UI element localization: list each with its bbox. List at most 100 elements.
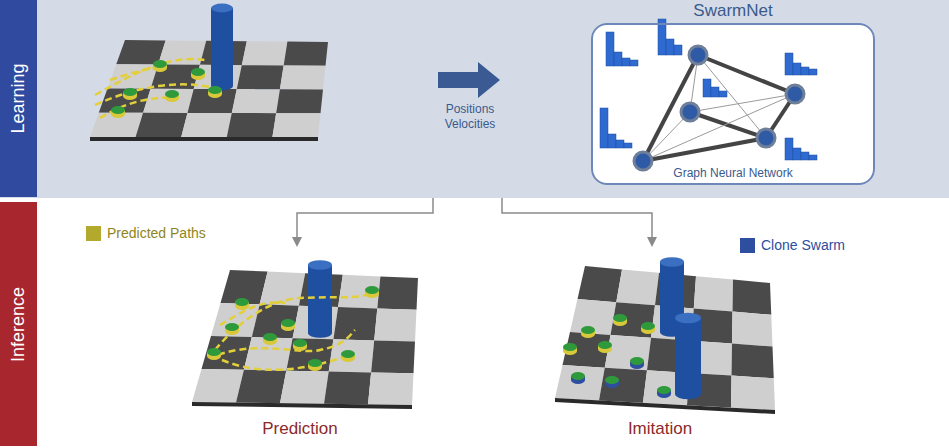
robot [293,339,307,351]
legend-item: Clone Swarm [740,237,845,253]
shape [341,350,355,358]
board-tile [286,338,333,371]
histogram-bar [614,52,622,66]
board-tile [143,89,194,113]
predicted-path [100,97,175,118]
board-edge [555,398,775,414]
predicted-path [215,292,372,350]
obstacle-cylinder [211,4,233,91]
robot [630,357,644,369]
board-tile [731,376,775,410]
board-tile [368,372,414,405]
shape [571,372,585,380]
shape [165,90,179,98]
shape [211,4,233,13]
graph-vertex [681,103,699,121]
histogram-bar [785,138,793,160]
histogram-bar [809,69,817,75]
shape [308,328,332,338]
histogram-bar [622,58,630,66]
histogram-bar [793,63,801,75]
predicted-path [222,355,350,370]
legend-item: Predicted Paths [86,225,206,241]
board-tile [733,280,772,315]
learning-strip [0,0,37,197]
board-tile [237,65,284,89]
legend-text: Predicted Paths [107,225,206,241]
robot [605,376,619,388]
band-strip: Inference [0,202,37,446]
stage-band: Learning SwarmNetGraph Neural Network [0,0,949,197]
histogram-bar [711,87,719,97]
histogram-bar [666,39,674,55]
board-tile [202,336,252,370]
board-tile [244,337,293,371]
board-tile [260,272,306,306]
histogram-bar [624,143,632,148]
board-tile [732,312,773,347]
histogram-bar [785,53,793,75]
predicted-path [220,302,285,325]
shape [308,260,332,270]
robot [208,86,222,98]
swarmnet-ground [591,23,875,185]
histogram-bar [793,148,801,160]
shape [293,339,307,347]
robot [123,88,137,100]
shape [308,359,322,367]
network-caption: Graph Neural Network [653,166,813,180]
network-box: SwarmNetGraph Neural Network [591,23,875,185]
histogram-bar [703,79,711,97]
board-tile [242,41,288,65]
obstacle-cylinder [675,313,701,399]
graph-vertex [634,152,652,170]
robot [191,68,205,80]
board-tile [616,269,659,305]
shape [281,319,295,327]
robot [281,319,295,331]
board-tile [329,339,375,372]
histogram-bar [600,108,608,148]
board-tile [377,276,418,309]
shape [563,343,577,351]
robot [657,386,671,398]
histogram-bar [801,152,809,160]
predicted-path [95,84,215,105]
board-tile [280,371,329,404]
board-tile [333,307,377,340]
board-tile [732,344,774,379]
legend-swatch [86,226,101,241]
shape [308,265,332,333]
histogram-bar [809,155,817,160]
shape [581,326,595,334]
band-strip: Learning [0,0,37,197]
shape [208,86,222,94]
board-tile [338,275,380,309]
shape [365,286,379,294]
board-tile [272,113,320,137]
graph-edge [690,112,766,138]
board-tile [284,42,328,66]
band-title: Learning [8,63,29,133]
graph-vertex [757,129,775,147]
graph-vertex [786,85,804,103]
shape [111,106,125,114]
board-tile [611,302,656,338]
robot [153,60,167,72]
board-tile [158,40,206,64]
histogram-bar [630,60,638,66]
flow-label: Positions Velocities [430,102,510,132]
robot [308,359,322,371]
checker-board [192,270,418,409]
board-tile [280,65,326,89]
robot [165,90,179,102]
shape [660,257,684,267]
robot [598,341,612,353]
board-tile [605,335,651,370]
checker-board [90,40,328,141]
shape [211,8,233,86]
shape [225,323,239,331]
board-tile [227,113,276,137]
robot [563,343,577,355]
